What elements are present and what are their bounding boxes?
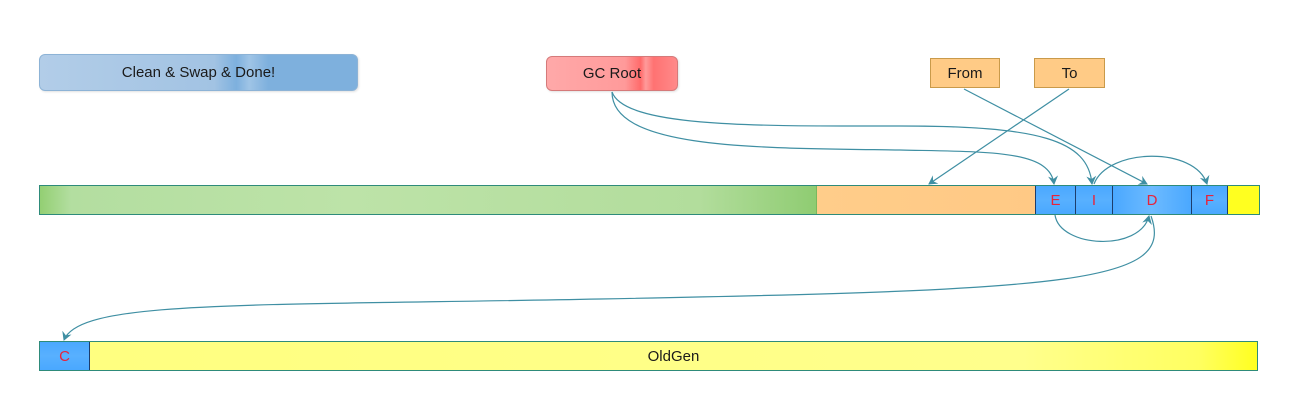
oldgen-segment: OldGen (90, 342, 1257, 370)
status-label: Clean & Swap & Done! (121, 64, 276, 81)
object-cell-c: C (40, 342, 90, 370)
to-pointer-box: To (1034, 58, 1105, 88)
arrow-to-to-survivor (928, 88, 1070, 185)
arrow-gcroot-to-e (611, 91, 1059, 185)
eden-segment (40, 186, 817, 214)
object-cell-d: D (1112, 186, 1191, 214)
young-gen-bar: E I D F (39, 185, 1260, 215)
oldgen-label: OldGen (647, 347, 700, 365)
status-box: Clean & Swap & Done! (39, 54, 358, 91)
to-label: To (1061, 64, 1078, 82)
old-gen-bar: C OldGen (39, 341, 1258, 371)
arrow-gcroot-to-i (611, 91, 1097, 185)
gc-root-box: GC Root (546, 56, 678, 91)
object-cell-f: F (1191, 186, 1227, 214)
from-label: From (947, 64, 983, 82)
arrow-e-to-d (1054, 214, 1152, 242)
survivor-segment (817, 186, 1035, 214)
gc-root-label: GC Root (582, 65, 642, 82)
arrow-from-to-d (963, 88, 1148, 185)
arrow-d-to-c (62, 215, 1155, 341)
arrow-i-to-f (1093, 155, 1210, 185)
object-cell-i: I (1075, 186, 1112, 214)
from-pointer-box: From (930, 58, 1000, 88)
object-cell-e: E (1035, 186, 1075, 214)
free-space-segment (1227, 186, 1259, 214)
